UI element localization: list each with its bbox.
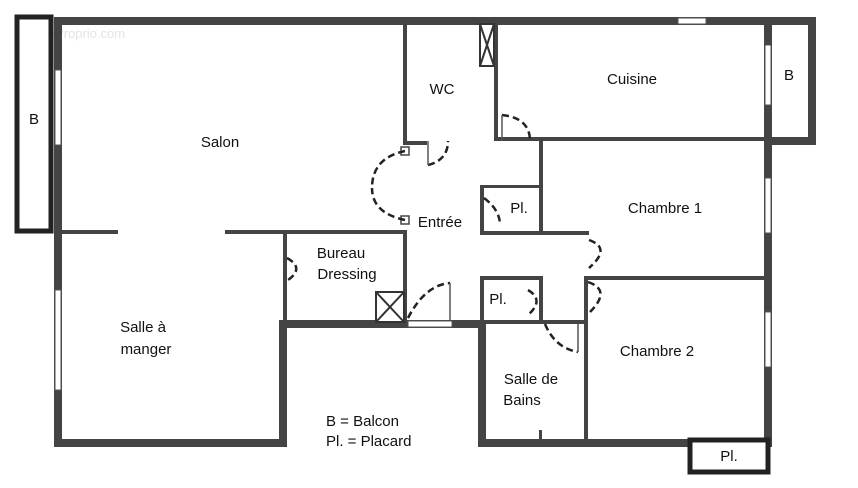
room-label-entree: Entrée — [418, 214, 462, 231]
duct-center — [375, 291, 405, 323]
duct-top — [479, 23, 495, 67]
room-label-dressing: Dressing — [317, 266, 376, 283]
room-labels: B Salon WC Cuisine B Entrée Pl. Chambre … — [29, 67, 794, 465]
room-label-placard-entree: Pl. — [510, 200, 528, 217]
legend-placard: Pl. = Placard — [326, 433, 411, 450]
windows — [54, 17, 772, 391]
room-label-cuisine: Cuisine — [607, 71, 657, 88]
room-label-salle-a-manger-1: Salle à — [120, 319, 167, 336]
room-label-placard-bottom: Pl. — [720, 448, 738, 465]
room-label-placard-center: Pl. — [489, 291, 507, 308]
legend: B = Balcon Pl. = Placard — [326, 413, 411, 450]
placard-bottom-box — [687, 437, 771, 475]
door-swings — [286, 113, 602, 354]
room-label-chambre-2: Chambre 2 — [620, 343, 694, 360]
legend-balcon: B = Balcon — [326, 413, 399, 430]
room-label-bureau: Bureau — [317, 245, 365, 262]
interior-walls — [62, 17, 768, 443]
room-label-salle-de-bains-2: Bains — [503, 392, 541, 409]
room-label-wc: WC — [430, 81, 455, 98]
room-label-salle-de-bains-1: Salle de — [504, 371, 558, 388]
balcony-left — [14, 14, 54, 234]
room-label-chambre-1: Chambre 1 — [628, 200, 702, 217]
room-label-balcon-left: B — [29, 111, 39, 128]
room-label-salon: Salon — [201, 134, 239, 151]
room-label-balcon-right: B — [784, 67, 794, 84]
room-label-salle-a-manger-2: manger — [121, 341, 172, 358]
